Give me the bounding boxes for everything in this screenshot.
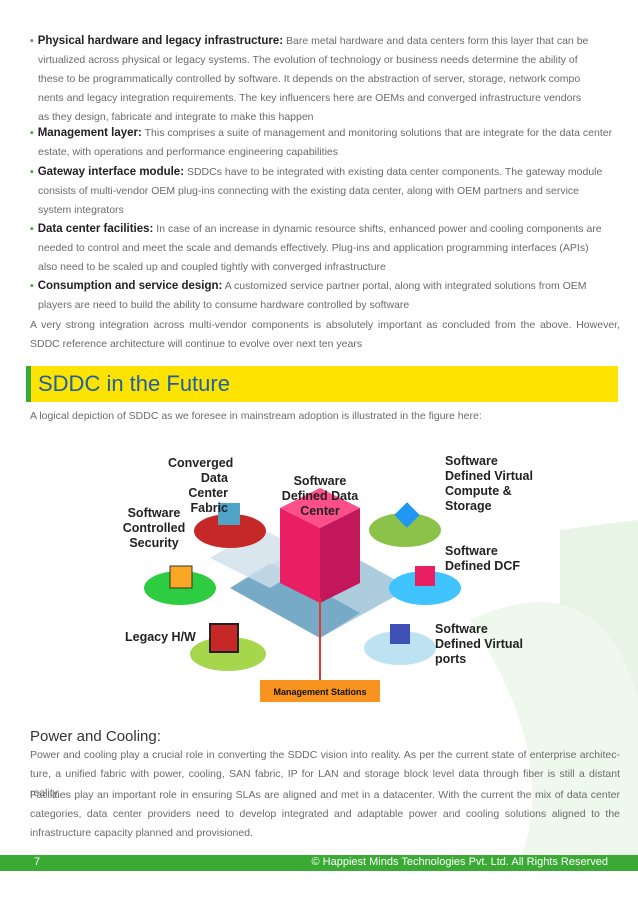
footer-copyright: © Happiest Minds Technologies Pvt. Ltd. … (311, 856, 609, 868)
bullet-text: This comprises a suite of management and… (144, 127, 613, 139)
bullet-title: Management layer: (37, 127, 142, 139)
label-legacy-hw: Legacy H/W (125, 630, 196, 644)
bullet-text: SDDCs have to be integrated with existin… (186, 166, 603, 178)
bullet-dot: • (30, 223, 34, 235)
bullet-dot: • (30, 127, 34, 139)
sddc-diagram: Converged Data Center Fabric Software Co… (110, 448, 540, 718)
bullet-line: players are need to build the ability to… (38, 299, 410, 311)
bullet-dot: • (30, 35, 34, 47)
section-title: SDDC in the Future (38, 371, 230, 396)
bullet-text: A customized service partner portal, alo… (224, 280, 587, 292)
page-number: 7 (34, 856, 41, 868)
bullet-consumption-service: •Consumption and service design: A custo… (30, 277, 620, 315)
label-sddc-center: Software Defined Data Center (281, 474, 359, 518)
bullet-line: as they design, fabricate and integrate … (38, 111, 314, 123)
label-management-stations: Management Stations (273, 687, 367, 697)
conclusion-paragraph: A very strong integration across multi-v… (30, 319, 620, 350)
bullet-physical-hardware: •Physical hardware and legacy infrastruc… (30, 32, 620, 127)
label-converged-fabric: Converged Data Center Fabric (168, 456, 234, 515)
bullet-line: estate, with operations and performance … (38, 146, 339, 158)
bullet-line: also need to be scaled up and coupled ti… (38, 261, 386, 273)
bullet-line: needed to control and meet the scale and… (38, 242, 589, 254)
bullet-title: Consumption and service design: (37, 280, 223, 292)
label-virtual-compute-storage: Software Defined Virtual Compute & Stora… (445, 454, 533, 513)
label-software-controlled-security: Software Controlled Security (122, 506, 186, 550)
bullet-line: consists of multi-vendor OEM plug-ins co… (38, 185, 580, 197)
bullet-gateway-interface: •Gateway interface module: SDDCs have to… (30, 163, 620, 220)
bullet-data-center-facilities: •Data center facilities: In case of an i… (30, 220, 620, 277)
label-virtual-ports: Software Defined Virtual ports (435, 622, 523, 666)
bullet-text: Bare metal hardware and data centers for… (286, 35, 589, 47)
bullet-line: these to be programmatically controlled … (38, 73, 581, 85)
page-footer: 7 © Happiest Minds Technologies Pvt. Ltd… (0, 855, 638, 871)
bullet-title: Gateway interface module: (37, 166, 185, 178)
bullet-line: nents and legacy integration requirement… (38, 92, 582, 104)
bullet-text: In case of an increase in dynamic resour… (156, 223, 602, 235)
bullet-management-layer: •Management layer: This comprises a suit… (30, 124, 620, 162)
intro-paragraph: A logical depiction of SDDC as we forese… (30, 410, 482, 422)
label-software-defined-dcf: Software Defined DCF (445, 544, 520, 573)
section-banner: SDDC in the Future (26, 366, 618, 402)
bullet-title: Data center facilities: (37, 223, 154, 235)
power-paragraph-2: Facilities play an important role in ens… (30, 789, 620, 839)
bullet-dot: • (30, 280, 34, 292)
bullet-line: virtualized across physical or legacy sy… (38, 54, 578, 66)
bullet-title: Physical hardware and legacy infrastruct… (37, 35, 284, 47)
power-cooling-heading: Power and Cooling: (30, 728, 161, 745)
bullet-dot: • (30, 166, 34, 178)
banner-accent-bar (26, 366, 31, 402)
sddc-diagram-graphic (144, 488, 461, 702)
power-paragraph-1: Power and cooling play a crucial role in… (30, 749, 620, 799)
bullet-line: system integrators (38, 204, 124, 216)
